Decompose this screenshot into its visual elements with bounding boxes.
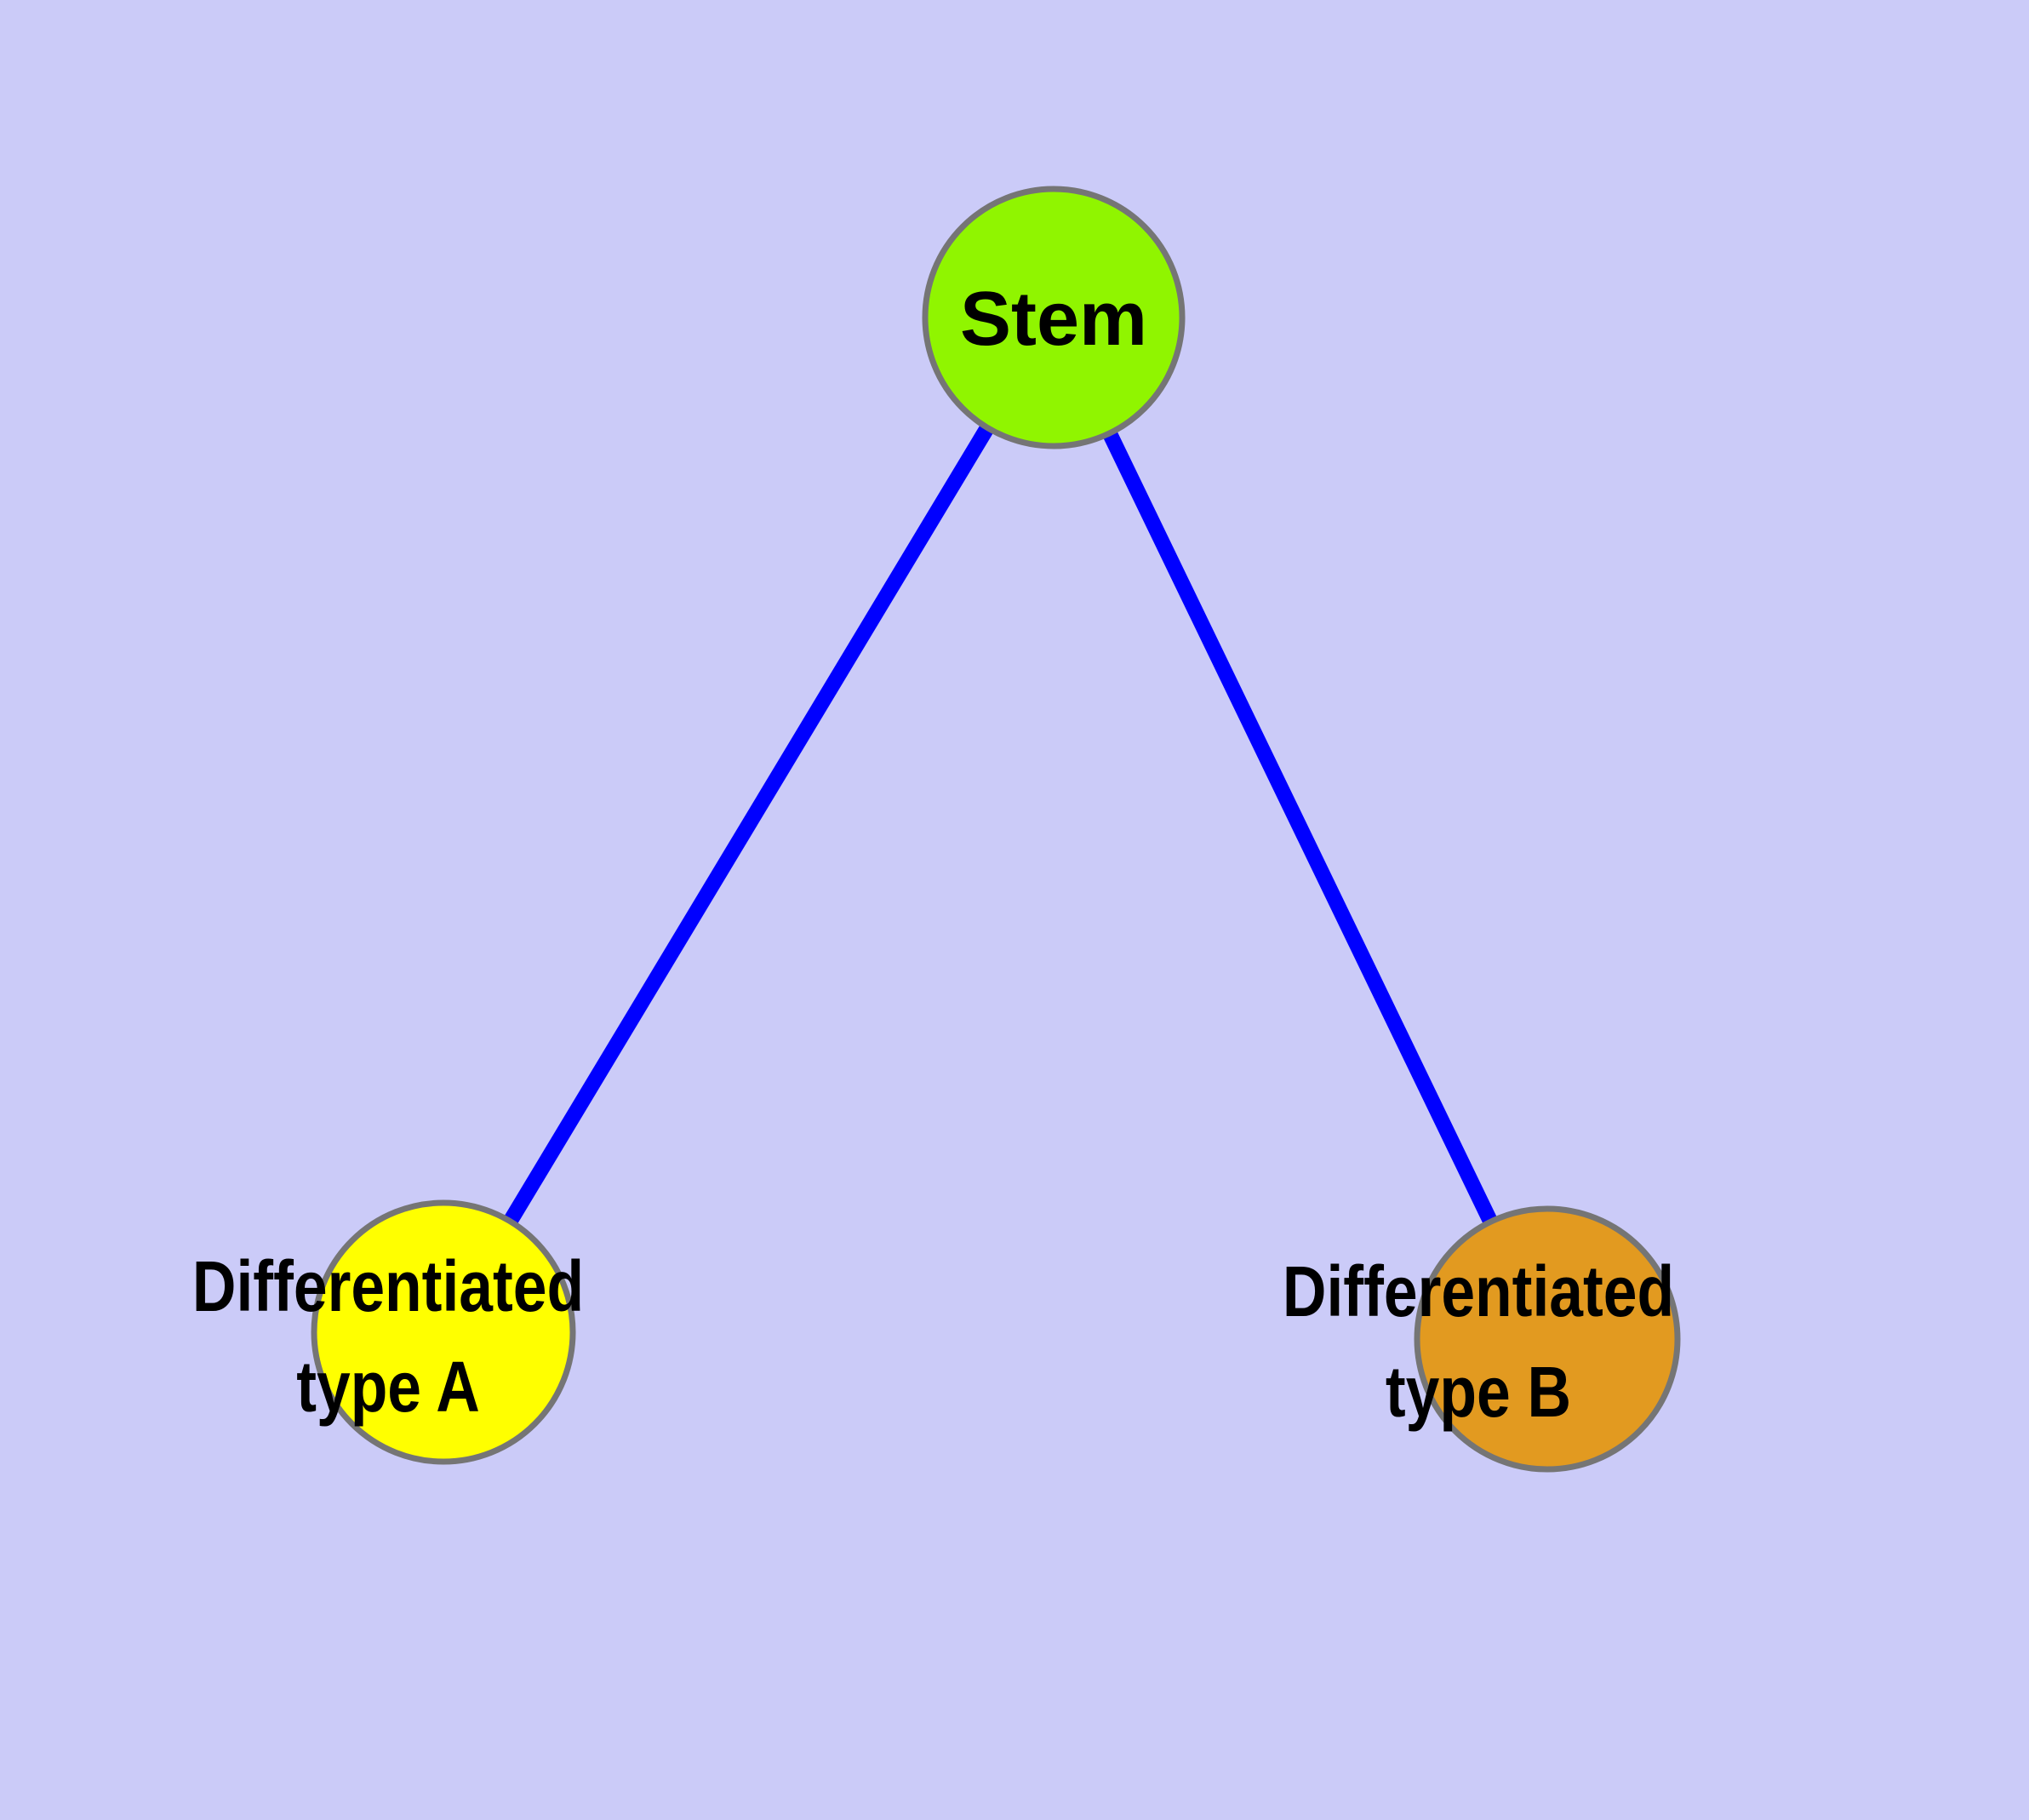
type-b-label-line-2: type B (1385, 1352, 1572, 1432)
type-b-label-line-1: Differentiated (1282, 1251, 1675, 1331)
differentiated-type-a-node (311, 1199, 576, 1465)
differentiated-type-b-node (1414, 1205, 1681, 1473)
edge-stem-to-type-b (1046, 314, 1555, 1342)
type-a-label-line-1: Differentiated (191, 1246, 585, 1326)
type-a-label-line-2: type A (296, 1347, 480, 1427)
stem-node (922, 186, 1186, 449)
differentiated-type-b-node-label: Differentiated type B (1283, 1241, 1674, 1442)
edge-stem-to-type-a (437, 313, 1060, 1336)
stem-node-label: Stem (959, 277, 1148, 362)
differentiated-type-a-node-label: Differentiated type A (192, 1236, 584, 1437)
